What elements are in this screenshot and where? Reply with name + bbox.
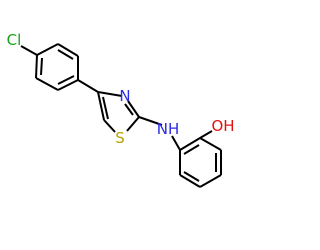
bond-nh-c1: [171, 135, 181, 151]
bond-ph2-a: [179, 137, 201, 151]
bond-ph2-b: [199, 137, 222, 151]
bond-ph2-e-inner: [183, 171, 200, 182]
bond-ph2-e: [179, 174, 201, 188]
bond-thz-s1-c2: [126, 116, 140, 132]
bond-ph1-e: [57, 43, 79, 57]
bond-ph1-e-inner: [57, 49, 74, 60]
amine-label: NH: [157, 120, 180, 138]
bond-thz-c2-n3: [127, 100, 140, 118]
bond-thz-c4-n3: [97, 91, 123, 97]
bond-thz-c5-s1: [103, 119, 116, 133]
bond-cl-c1: [20, 45, 38, 56]
bond-ph1-b: [35, 77, 59, 91]
bond-ph2-a-inner: [183, 144, 200, 155]
thiazole-nitrogen-label: N: [119, 87, 130, 105]
sulfur-label: S: [115, 129, 125, 147]
chlorine-label: Cl: [7, 31, 22, 49]
bond-ph1-c-inner: [57, 75, 75, 85]
hydroxyl-label: OH: [211, 117, 234, 135]
bond-ph2-oh: [199, 130, 213, 139]
bond-ph1-a: [35, 54, 38, 79]
bond-ph1-c: [57, 79, 79, 91]
bond-thz-c2-n3-inner: [124, 103, 134, 116]
bonds: [20, 43, 222, 188]
atom-labels: Cl N S NH OH: [7, 31, 235, 147]
bond-thz-c4-c5-inner: [102, 96, 109, 120]
molecule-svg: Cl N S NH OH: [7, 31, 235, 188]
bond-c2-nh: [138, 116, 163, 126]
molecule-structure-diagram: Cl N S NH OH: [7, 31, 235, 188]
bond-ph-thiazole: [77, 79, 99, 93]
bond-ph1-f: [36, 43, 59, 56]
bond-ph2-d: [199, 174, 222, 188]
bond-thz-c4-c5: [97, 91, 105, 121]
bond-ph1-a-inner: [40, 57, 43, 76]
